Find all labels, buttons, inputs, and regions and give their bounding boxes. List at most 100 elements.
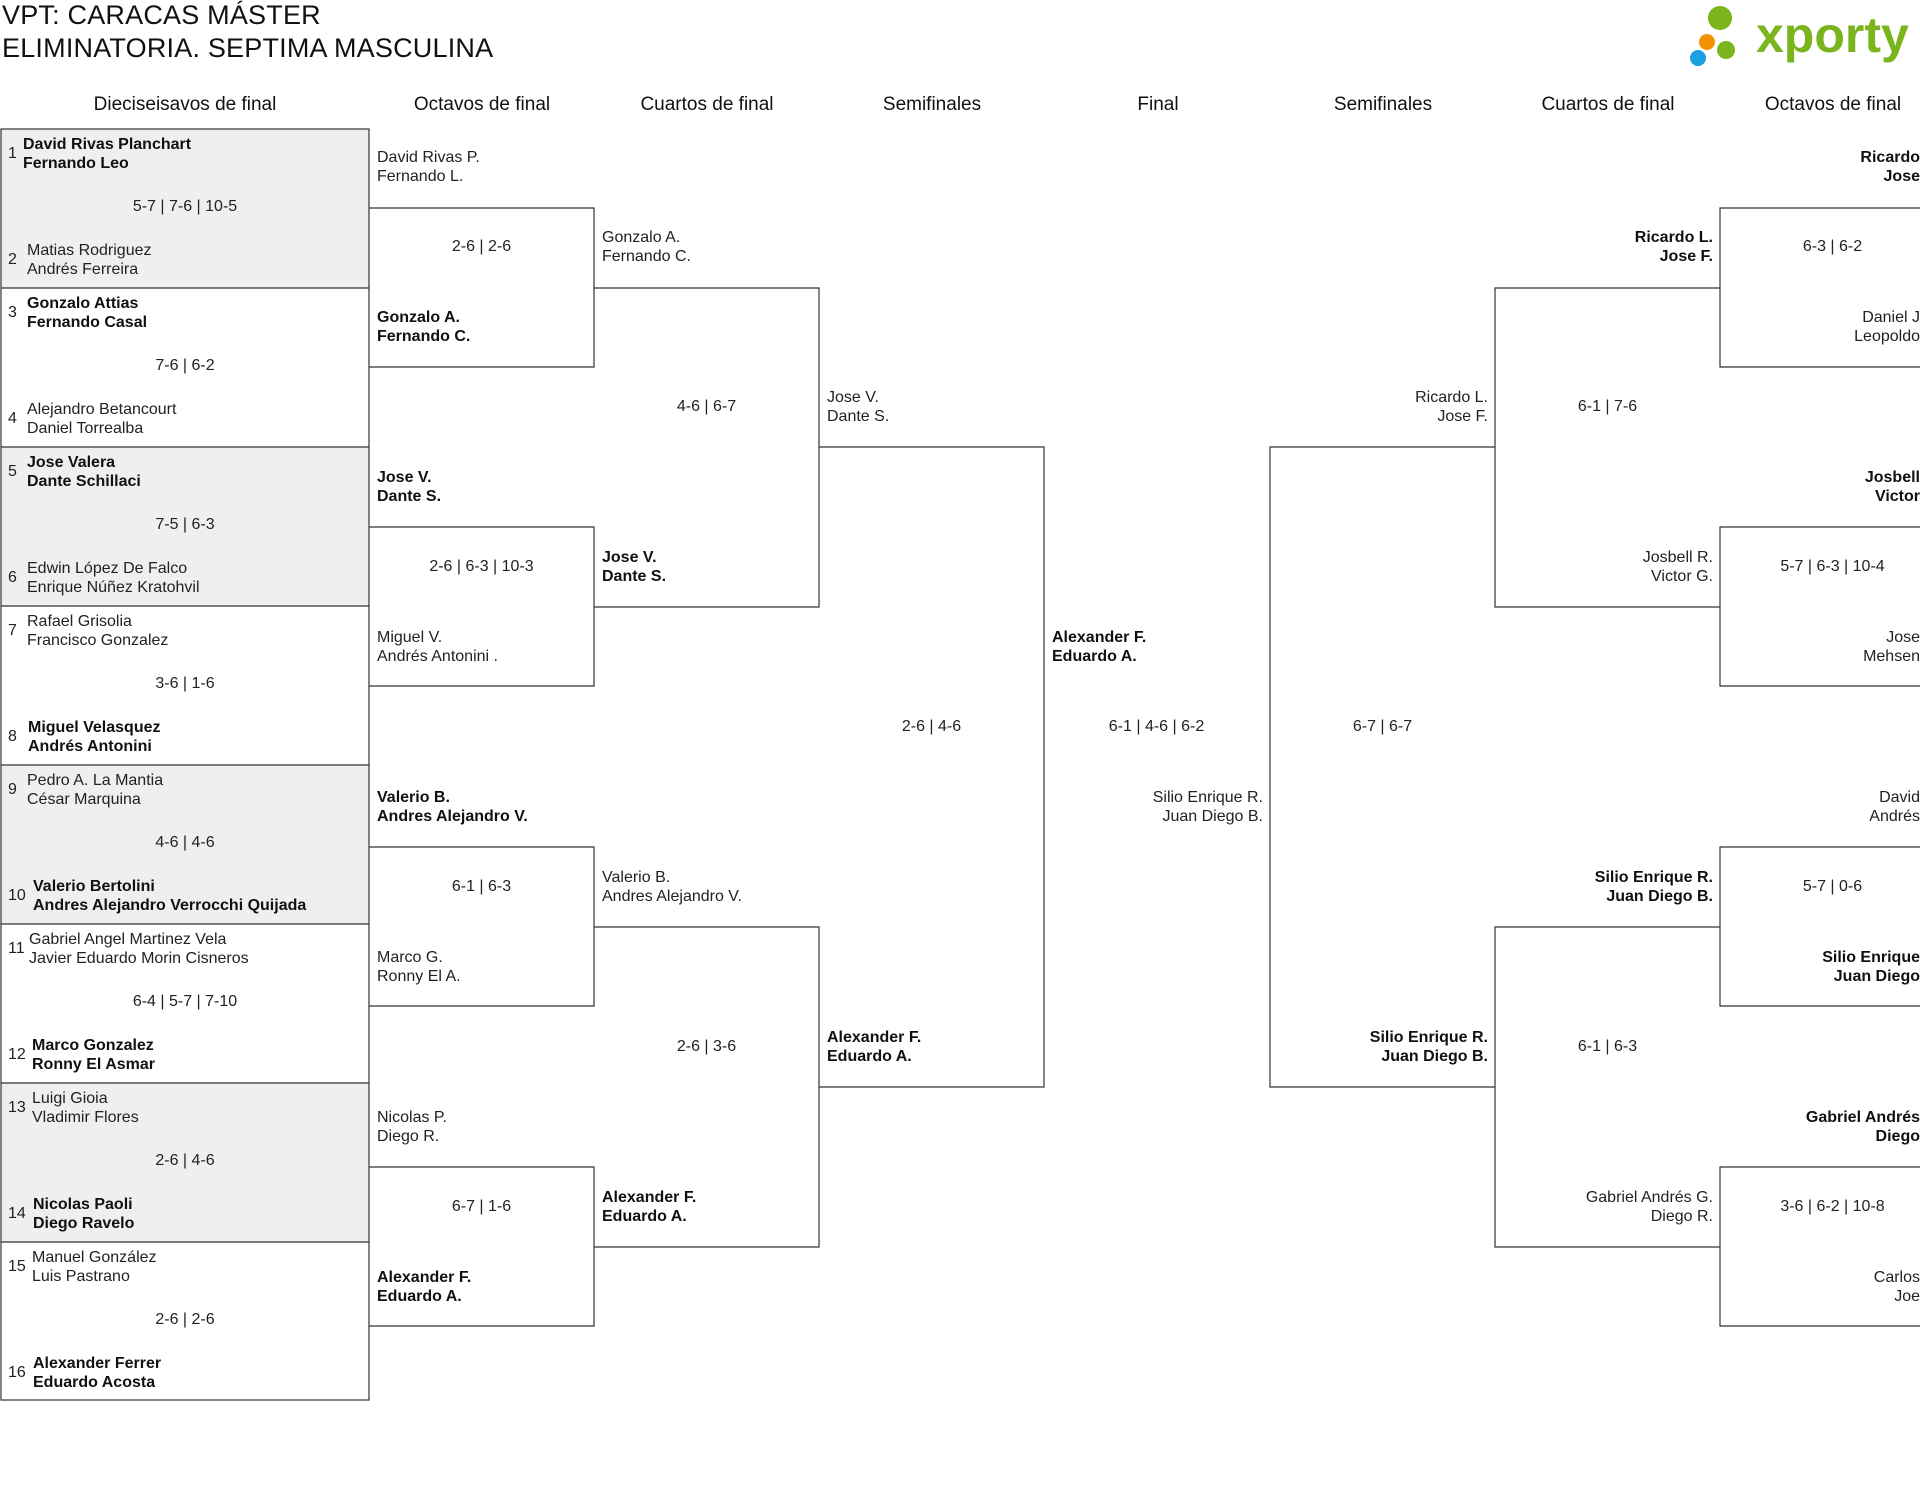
seed-number: 4	[8, 410, 17, 427]
tournament-title: VPT: CARACAS MÁSTER	[2, 0, 321, 30]
player-name: Rafael Grisolia	[27, 613, 132, 630]
match-score: 3-6 | 6-2 | 10-8	[1780, 1198, 1885, 1215]
match-score: 2-6 | 6-3 | 10-3	[429, 558, 534, 575]
player-name: Alexander Ferrer	[33, 1355, 162, 1372]
player-name: Nicolas Paoli	[33, 1196, 133, 1213]
seed-number: 7	[8, 622, 17, 639]
round-header-r32: Dieciseisavos de final	[93, 94, 277, 115]
qf-team: Josbell R.Victor G.	[1642, 549, 1713, 585]
player-name: Valerio Bertolini	[33, 878, 155, 895]
seed-number: 6	[8, 569, 17, 586]
match-score: 6-3 | 6-2	[1802, 238, 1863, 255]
seed-number: 9	[8, 781, 17, 798]
player-name: Ronny El Asmar	[32, 1056, 155, 1073]
final-team: Silio Enrique R.Juan Diego B.	[1152, 789, 1263, 825]
player-name: Andres Alejandro Verrocchi Quijada	[33, 897, 307, 914]
player-name: Gabriel Angel Martinez Vela	[29, 931, 227, 948]
match-score: 4-6 | 6-7	[676, 398, 737, 415]
sf-team-winner: Silio Enrique R.Juan Diego B.	[1369, 1029, 1488, 1065]
player-name: Matias Rodriguez	[27, 242, 152, 259]
seed-number: 2	[8, 251, 17, 268]
player-name: Luis Pastrano	[32, 1268, 130, 1285]
player-name: Eduardo Acosta	[33, 1374, 156, 1391]
round-header-r16-left: Octavos de final	[413, 94, 551, 115]
match-score: 2-6 | 2-6	[451, 238, 512, 255]
player-name: Dante Schillaci	[27, 473, 141, 490]
player-name: Miguel Velasquez	[28, 719, 161, 736]
player-name: Andrés Antonini	[28, 738, 152, 755]
final-score: 6-1 | 4-6 | 6-2	[1108, 718, 1205, 735]
final-team-winner: Alexander F.Eduardo A.	[1052, 629, 1147, 665]
player-name: Marco Gonzalez	[32, 1037, 154, 1054]
seed-number: 5	[8, 463, 17, 480]
qf-team-winner: Alexander F.Eduardo A.	[602, 1189, 697, 1225]
player-name: César Marquina	[27, 791, 141, 808]
seed-number: 12	[8, 1046, 26, 1063]
round-header-sf-right: Semifinales	[1333, 94, 1433, 115]
match-score: 6-7 | 6-7	[1352, 718, 1413, 735]
match-score: 6-1 | 6-3	[451, 878, 512, 895]
sf-team: Jose V.Dante S.	[827, 389, 890, 425]
match-score: 2-6 | 2-6	[155, 1311, 215, 1328]
qf-team: Valerio B.Andres Alejandro V.	[602, 869, 742, 905]
seed-number: 11	[8, 940, 25, 957]
match-score: 7-5 | 6-3	[155, 516, 215, 533]
seed-number: 16	[8, 1364, 26, 1381]
player-name: Fernando Leo	[23, 155, 129, 172]
match-score: 2-6 | 3-6	[676, 1038, 737, 1055]
qf-team-winner: Ricardo L.Jose F.	[1634, 229, 1713, 265]
seed-number: 8	[8, 728, 17, 745]
r16-team-winner: Gonzalo A.Fernando C.	[377, 309, 471, 345]
match-score: 5-7 | 6-3 | 10-4	[1780, 558, 1885, 575]
player-name: Alejandro Betancourt	[27, 401, 177, 418]
seed-number: 13	[8, 1099, 26, 1116]
r16-team-winner: Alexander F.Eduardo A.	[377, 1269, 472, 1305]
qf-team: Gonzalo A.Fernando C.	[602, 229, 691, 265]
match-score: 6-1 | 7-6	[1577, 398, 1638, 415]
match-score: 2-6 | 4-6	[155, 1152, 215, 1169]
match-score: 6-1 | 6-3	[1577, 1038, 1638, 1055]
match-score: 4-6 | 4-6	[155, 834, 215, 851]
match-score: 6-7 | 1-6	[451, 1198, 512, 1215]
player-name: Javier Eduardo Morin Cisneros	[29, 950, 249, 967]
sf-team: Ricardo L.Jose F.	[1415, 389, 1488, 425]
seed-number: 10	[8, 887, 26, 904]
draw-title: ELIMINATORIA. SEPTIMA MASCULINA	[2, 33, 494, 63]
seed-number: 14	[8, 1205, 26, 1222]
match-score: 7-6 | 6-2	[155, 357, 215, 374]
qf-team-winner: Jose V.Dante S.	[602, 549, 667, 585]
player-name: Jose Valera	[27, 454, 116, 471]
qf-team: Gabriel Andrés G.Diego R.	[1585, 1189, 1713, 1225]
player-name: Manuel González	[32, 1249, 157, 1266]
match-score: 5-7 | 0-6	[1802, 878, 1863, 895]
player-name: Enrique Núñez Kratohvil	[27, 579, 200, 596]
round-header-final: Final	[1137, 94, 1179, 115]
r16-team: David Rivas P.Fernando L.	[377, 149, 480, 185]
match-score: 2-6 | 4-6	[901, 718, 962, 735]
r16-team: Marco G.Ronny El A.	[377, 949, 461, 985]
player-name: Edwin López De Falco	[27, 560, 188, 577]
r16-team-winner: Jose V.Dante S.	[377, 469, 442, 505]
r16-team-winner: Valerio B.Andres Alejandro V.	[377, 789, 528, 825]
r16-team: Nicolas P.Diego R.	[377, 1109, 447, 1145]
round-header-sf-left: Semifinales	[882, 94, 982, 115]
match-score: 5-7 | 7-6 | 10-5	[132, 198, 238, 215]
match-score: 6-4 | 5-7 | 7-10	[132, 993, 238, 1010]
match-score: 3-6 | 1-6	[155, 675, 215, 692]
